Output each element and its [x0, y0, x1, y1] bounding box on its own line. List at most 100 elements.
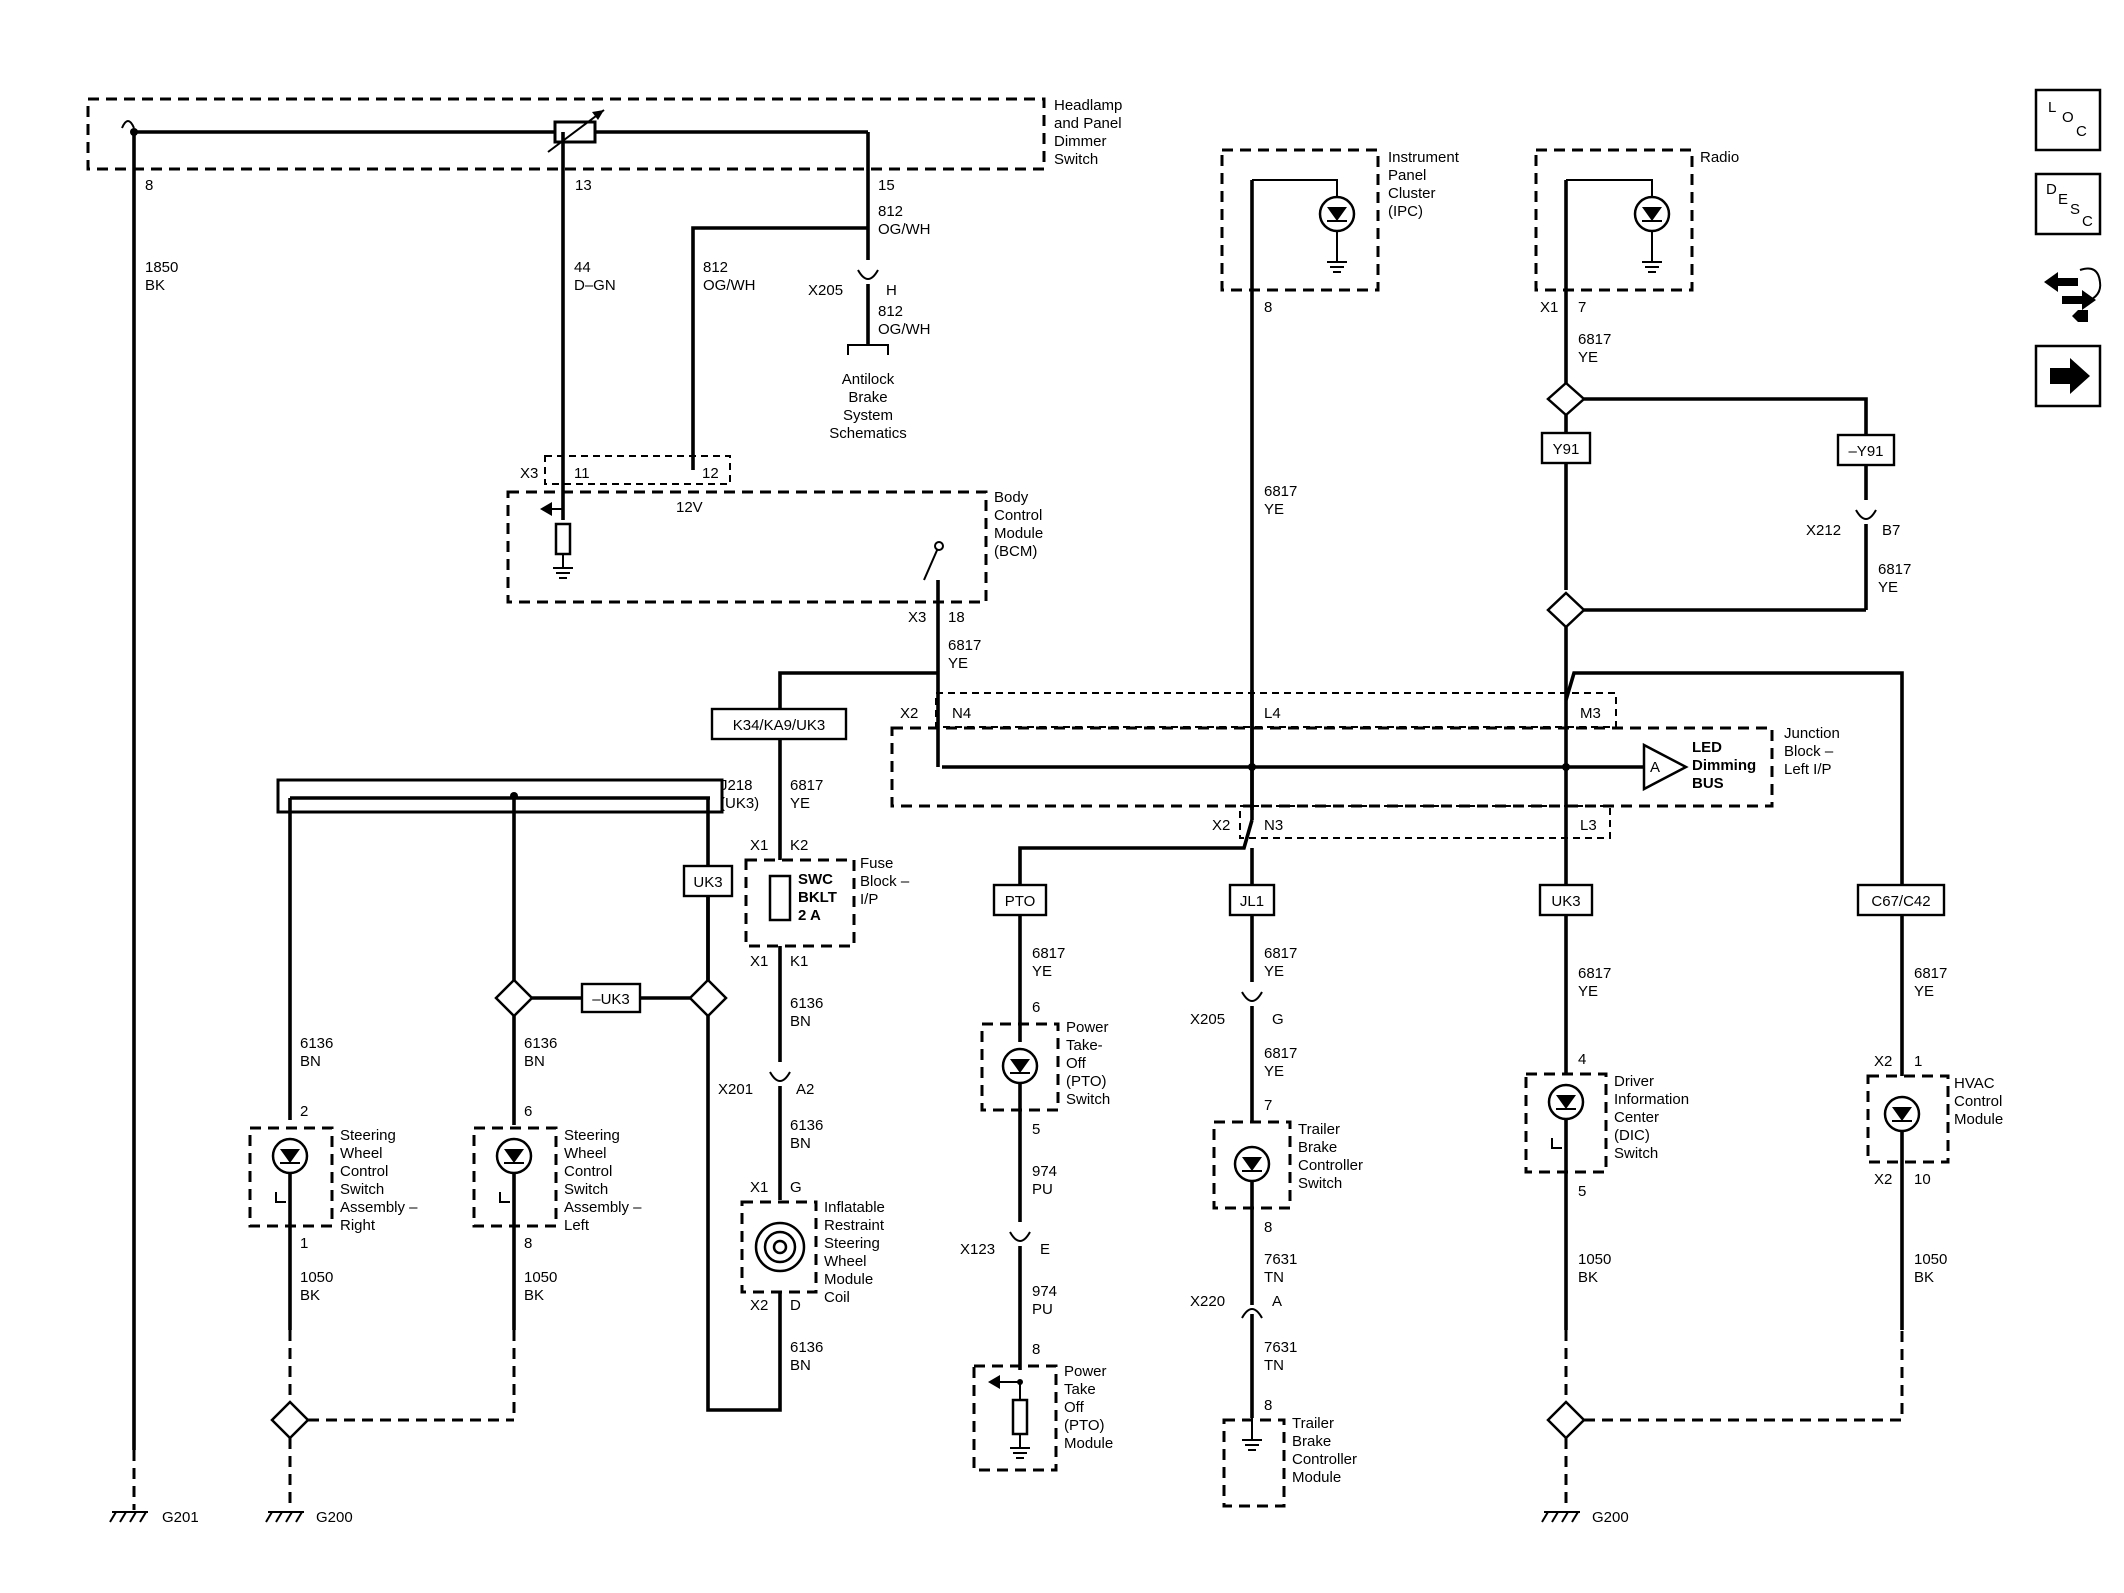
svg-text:12: 12 — [702, 465, 719, 482]
svg-text:H: H — [886, 282, 897, 299]
desc-icon[interactable]: D E S C — [2034, 172, 2102, 236]
svg-text:44: 44 — [574, 259, 591, 276]
svg-text:2: 2 — [300, 1103, 308, 1120]
loc-icon[interactable]: L O C — [2034, 88, 2102, 152]
svg-text:6817: 6817 — [1264, 483, 1297, 500]
svg-text:PU: PU — [1032, 1301, 1053, 1318]
svg-text:6: 6 — [524, 1103, 532, 1120]
svg-text:YE: YE — [1578, 349, 1598, 366]
svg-text:Radio: Radio — [1700, 149, 1739, 166]
svg-text:L4: L4 — [1264, 705, 1281, 722]
svg-text:G: G — [790, 1179, 802, 1196]
svg-text:BN: BN — [300, 1053, 321, 1070]
svg-text:X3: X3 — [908, 609, 926, 626]
svg-text:7631: 7631 — [1264, 1251, 1297, 1268]
svg-text:JL1: JL1 — [1240, 893, 1264, 910]
svg-text:6817: 6817 — [1578, 331, 1611, 348]
svg-text:G201: G201 — [162, 1509, 199, 1526]
svg-text:YE: YE — [1264, 501, 1284, 518]
svg-text:C: C — [2082, 213, 2093, 230]
svg-text:(UK3): (UK3) — [720, 795, 759, 812]
svg-text:10: 10 — [1914, 1171, 1931, 1188]
svg-text:A: A — [1272, 1293, 1282, 1310]
svg-text:YE: YE — [1264, 963, 1284, 980]
svg-text:E: E — [1040, 1241, 1050, 1258]
svg-text:8: 8 — [524, 1235, 532, 1252]
svg-text:Y91: Y91 — [1553, 441, 1580, 458]
svg-text:8: 8 — [1032, 1341, 1040, 1358]
svg-text:UK3: UK3 — [1551, 893, 1580, 910]
svg-text:YE: YE — [1032, 963, 1052, 980]
svg-text:X2: X2 — [1212, 817, 1230, 834]
svg-text:X3: X3 — [520, 465, 538, 482]
svg-text:YE: YE — [948, 655, 968, 672]
svg-text:G200: G200 — [1592, 1509, 1629, 1526]
svg-text:4: 4 — [1578, 1051, 1586, 1068]
svg-text:YE: YE — [790, 795, 810, 812]
svg-text:1050: 1050 — [1578, 1251, 1611, 1268]
svg-text:7: 7 — [1264, 1097, 1272, 1114]
svg-text:X205: X205 — [1190, 1011, 1225, 1028]
svg-text:PU: PU — [1032, 1181, 1053, 1198]
svg-text:TN: TN — [1264, 1269, 1284, 1286]
svg-text:7: 7 — [1578, 299, 1586, 316]
svg-text:974: 974 — [1032, 1163, 1057, 1180]
svg-text:6817: 6817 — [948, 637, 981, 654]
svg-text:BK: BK — [300, 1287, 320, 1304]
svg-text:1050: 1050 — [300, 1269, 333, 1286]
svg-text:812: 812 — [703, 259, 728, 276]
ground-g200-left: G200 — [265, 1509, 353, 1526]
svg-text:E: E — [2058, 191, 2068, 208]
svg-text:1: 1 — [300, 1235, 308, 1252]
svg-text:1850: 1850 — [145, 259, 178, 276]
svg-text:YE: YE — [1878, 579, 1898, 596]
svg-text:BN: BN — [790, 1013, 811, 1030]
svg-text:OG/WH: OG/WH — [878, 321, 931, 338]
svg-text:X205: X205 — [808, 282, 843, 299]
svg-text:6817: 6817 — [1264, 1045, 1297, 1062]
next-arrow-icon[interactable] — [2034, 344, 2102, 408]
svg-text:N3: N3 — [1264, 817, 1283, 834]
svg-text:12V: 12V — [676, 499, 703, 516]
svg-text:BK: BK — [524, 1287, 544, 1304]
svg-text:B7: B7 — [1882, 522, 1900, 539]
svg-text:812: 812 — [878, 203, 903, 220]
svg-text:A2: A2 — [796, 1081, 814, 1098]
svg-text:8: 8 — [1264, 1219, 1272, 1236]
svg-text:X1: X1 — [750, 953, 768, 970]
svg-text:7631: 7631 — [1264, 1339, 1297, 1356]
svg-text:UK3: UK3 — [693, 874, 722, 891]
svg-text:812: 812 — [878, 303, 903, 320]
svg-text:974: 974 — [1032, 1283, 1057, 1300]
svg-text:BK: BK — [1578, 1269, 1598, 1286]
ground-g200-right: G200 — [1541, 1509, 1629, 1526]
tools-icon[interactable] — [2042, 267, 2102, 323]
svg-text:L3: L3 — [1580, 817, 1597, 834]
svg-text:BN: BN — [524, 1053, 545, 1070]
svg-text:18: 18 — [948, 609, 965, 626]
svg-text:X1: X1 — [750, 1179, 768, 1196]
svg-text:15: 15 — [878, 177, 895, 194]
svg-text:OG/WH: OG/WH — [703, 277, 756, 294]
svg-text:A: A — [1650, 759, 1660, 776]
svg-text:D–GN: D–GN — [574, 277, 616, 294]
svg-text:K34/KA9/UK3: K34/KA9/UK3 — [733, 717, 826, 734]
